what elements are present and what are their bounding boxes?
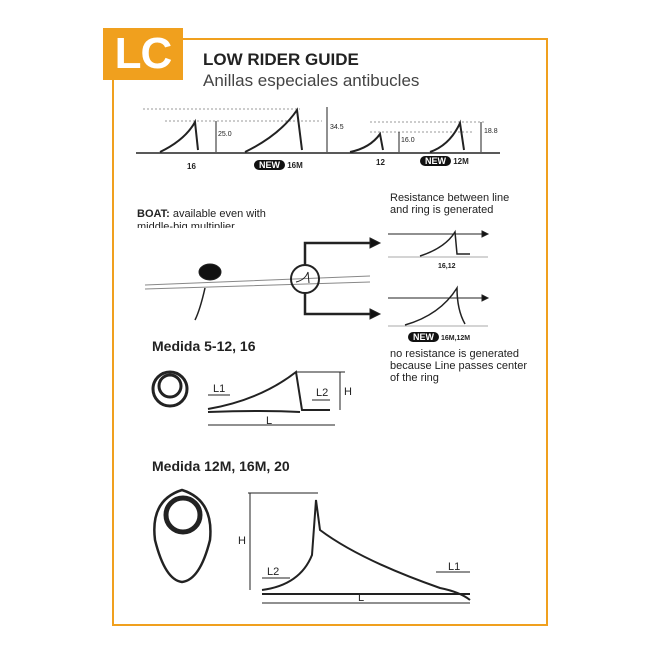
medida-2-title: Medida 12M, 16M, 20 — [152, 458, 290, 474]
page-frame — [112, 38, 548, 626]
label-16m: 16M — [287, 161, 303, 170]
dim-34-5: 34.5 — [330, 124, 344, 131]
m2-l: L — [358, 592, 365, 604]
dim-18-8: 18.8 — [484, 128, 498, 135]
m2-h: H — [238, 535, 246, 547]
m1-h: H — [344, 386, 352, 398]
m2-l1: L1 — [448, 561, 461, 573]
label-16: 16 — [187, 162, 196, 171]
no-resistance-text: no resistance is generated because Line … — [390, 348, 527, 384]
new-badge: NEW — [408, 332, 439, 342]
lc-badge: LC — [103, 28, 183, 80]
label-16m-12m: 16M,12M — [440, 335, 471, 342]
page-title: LOW RIDER GUIDE — [203, 50, 359, 69]
dim-16: 16.0 — [401, 137, 415, 144]
label-12m: 12M — [453, 157, 469, 166]
page-subtitle: Anillas especiales antibucles — [203, 71, 420, 90]
m2-l2: L2 — [267, 566, 280, 578]
new-badge: NEW — [420, 156, 451, 166]
resistance-text: Resistance between line and ring is gene… — [390, 192, 510, 216]
m1-l: L — [266, 415, 273, 427]
new-badge: NEW — [254, 160, 285, 170]
boat-text-2: middle-big multiplier — [137, 221, 235, 228]
m1-l1: L1 — [213, 383, 226, 395]
boat-label: BOAT: — [137, 208, 170, 220]
label-12: 12 — [376, 158, 385, 167]
label-16-12: 16,12 — [438, 263, 456, 270]
boat-text: available even with — [172, 208, 266, 220]
dim-25: 25.0 — [218, 131, 232, 138]
medida-1-title: Medida 5-12, 16 — [152, 338, 256, 354]
m1-l2: L2 — [316, 387, 329, 399]
